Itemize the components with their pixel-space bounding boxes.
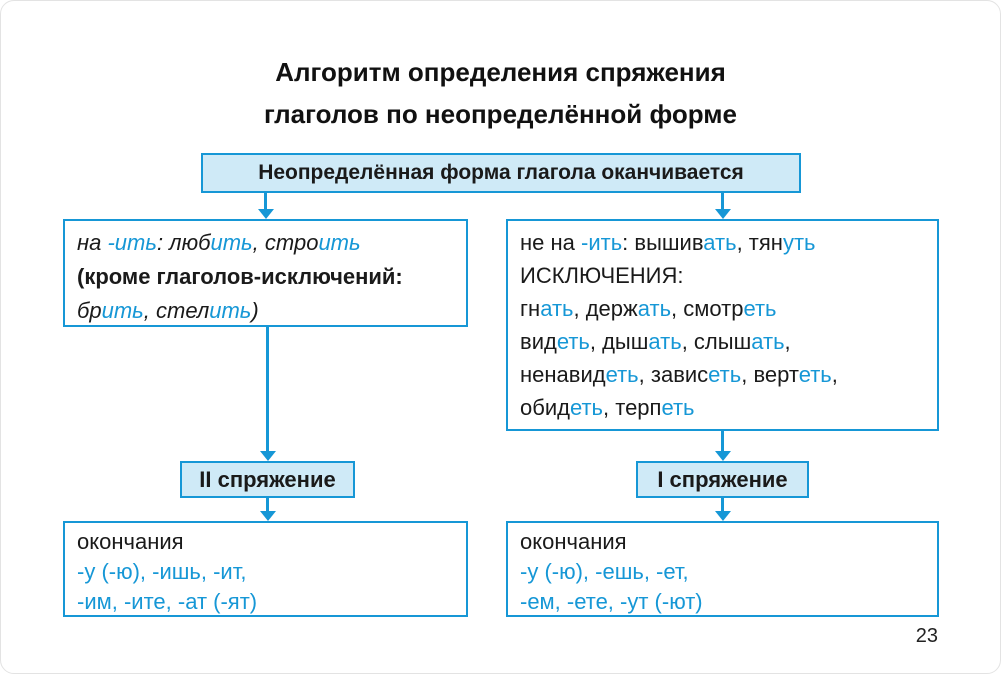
conjugation-1-label: I спряжение bbox=[657, 466, 788, 492]
rule-line: видеть, дышать, слышать, bbox=[520, 329, 791, 354]
rule-line: брить, стелить) bbox=[77, 298, 259, 323]
conjugation-2-endings-box: окончания -у (-ю), -ишь, -ит, -им, -ите,… bbox=[63, 521, 468, 617]
rule-line: не на -ить: вышивать, тянуть bbox=[520, 230, 816, 255]
rule-line: ненавидеть, зависеть, вертеть, bbox=[520, 362, 838, 387]
endings-line: -у (-ю), -ешь, -ет, bbox=[520, 559, 689, 584]
arrow-down-to-conjugation-2 bbox=[259, 327, 276, 461]
rule-line: (кроме глаголов-исключений: bbox=[77, 264, 403, 289]
page-title-line2: глаголов по неопределённой форме bbox=[263, 99, 737, 129]
rule-line: обидеть, терпеть bbox=[520, 395, 695, 420]
rule-line: гнать, держать, смотреть bbox=[520, 296, 777, 321]
arrow-down-to-endings-2 bbox=[259, 498, 276, 521]
endings-line: окончания bbox=[520, 529, 627, 554]
right-branch-rule-box: не на -ить: вышивать, тянуть ИСКЛЮЧЕНИЯ:… bbox=[506, 219, 939, 431]
arrow-down-to-endings-1 bbox=[714, 498, 731, 521]
left-branch-rule-box: на -ить: любить, строить (кроме глаголов… bbox=[63, 219, 468, 327]
conjugation-2-node: II спряжение bbox=[180, 461, 355, 498]
arrow-down-to-left-branch bbox=[257, 193, 274, 219]
conjugation-1-node: I спряжение bbox=[636, 461, 809, 498]
rule-line: ИСКЛЮЧЕНИЯ: bbox=[520, 263, 684, 288]
page-title: Алгоритм определения спряжения глаголов … bbox=[1, 51, 1000, 135]
root-node-label: Неопределённая форма глагола оканчиваетс… bbox=[258, 161, 744, 184]
conjugation-1-endings-box: окончания -у (-ю), -ешь, -ет, -ем, -ете,… bbox=[506, 521, 939, 617]
arrow-down-to-right-branch bbox=[714, 193, 731, 219]
endings-line: окончания bbox=[77, 529, 184, 554]
page-number: 23 bbox=[915, 625, 938, 647]
rule-line: на -ить: любить, строить bbox=[77, 230, 361, 255]
endings-line: -им, -ите, -ат (-ят) bbox=[77, 589, 258, 614]
root-node-infinitive-ending: Неопределённая форма глагола оканчиваетс… bbox=[201, 153, 801, 193]
endings-line: -ем, -ете, -ут (-ют) bbox=[520, 589, 703, 614]
endings-line: -у (-ю), -ишь, -ит, bbox=[77, 559, 247, 584]
page-title-line1: Алгоритм определения спряжения bbox=[275, 57, 726, 87]
arrow-down-to-conjugation-1 bbox=[714, 431, 731, 461]
conjugation-2-label: II спряжение bbox=[199, 466, 336, 492]
